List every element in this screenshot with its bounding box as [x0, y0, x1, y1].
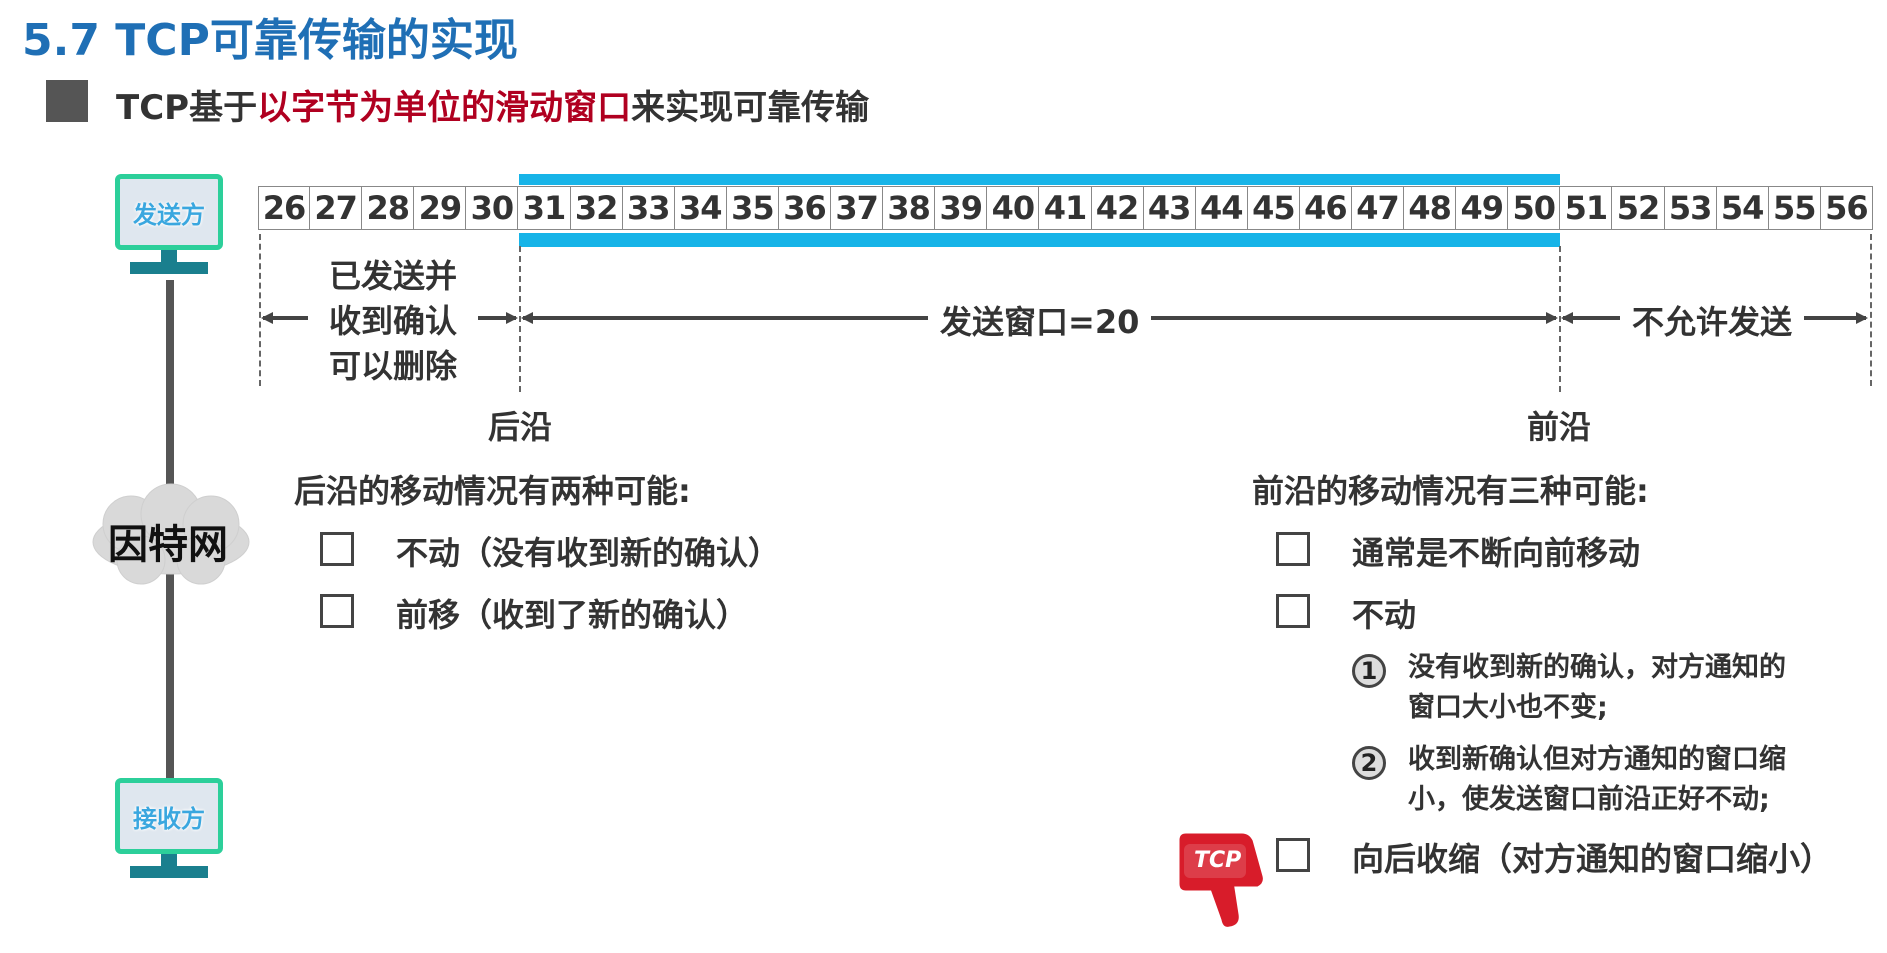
- checkbox-icon: [1276, 838, 1310, 872]
- sub-item-line: 窗口大小也不变;: [1408, 692, 1608, 723]
- sub-item-line: 小，使发送窗口前沿正好不动;: [1408, 784, 1770, 815]
- sequence-cell: 33: [622, 186, 675, 230]
- sequence-cell: 55: [1768, 186, 1821, 230]
- not-allowed-label: 不允许发送: [1620, 297, 1805, 343]
- acked-region-line: 已发送并: [328, 257, 457, 295]
- sequence-cell: 42: [1091, 186, 1144, 230]
- thumbs-down-icon: TCP: [1170, 826, 1272, 932]
- sequence-cell: 43: [1143, 186, 1196, 230]
- subtitle: TCP基于以字节为单位的滑动窗口来实现可靠传输: [116, 80, 869, 129]
- trailing-edge-dash: [519, 246, 521, 392]
- sub-item-text: 收到新确认但对方通知的窗口缩 小，使发送窗口前沿正好不动;: [1408, 740, 1786, 820]
- badge-text: TCP: [1194, 848, 1242, 873]
- number-2-icon: 2: [1352, 746, 1386, 780]
- monitor-base: [130, 866, 208, 878]
- sequence-cell: 32: [570, 186, 623, 230]
- sequence-cell: 29: [414, 186, 467, 230]
- sequence-cell: 28: [362, 186, 415, 230]
- sequence-cell: 47: [1351, 186, 1405, 230]
- sequence-cell: 27: [310, 186, 363, 230]
- acked-region-label: 已发送并 收到确认 可以删除: [308, 254, 478, 389]
- sequence-cell: 34: [674, 186, 727, 230]
- trailing-option: 前移（收到了新的确认）: [396, 596, 749, 634]
- right-boundary-dash: [1870, 234, 1872, 386]
- sequence-cell: 45: [1247, 186, 1300, 230]
- subtitle-highlight: 以字节为单位的滑动窗口: [257, 88, 632, 128]
- internet-label: 因特网: [108, 522, 228, 568]
- checkbox-icon: [1276, 532, 1310, 566]
- sender-monitor-icon: 发送方: [115, 174, 223, 274]
- trailing-edge-label: 后沿: [480, 402, 560, 448]
- receiver-monitor-icon: 接收方: [115, 778, 223, 878]
- subtitle-prefix: TCP基于: [116, 88, 258, 128]
- sequence-cell: 39: [935, 186, 988, 230]
- sequence-cell: 46: [1299, 186, 1352, 230]
- send-window-bar-top: [519, 174, 1560, 185]
- trailing-option: 不动（没有收到新的确认）: [396, 534, 781, 572]
- acked-region-line: 收到确认: [328, 302, 457, 340]
- sequence-cell: 31: [518, 186, 571, 230]
- page-title: 5.7 TCP可靠传输的实现: [22, 15, 518, 66]
- cloud-icon: 因特网: [86, 482, 256, 592]
- sequence-cell: 40: [987, 186, 1040, 230]
- leading-option: 通常是不断向前移动: [1352, 534, 1641, 572]
- monitor-stem: [161, 250, 177, 262]
- subtitle-suffix: 来实现可靠传输: [631, 88, 870, 128]
- sequence-cell: 48: [1404, 186, 1457, 230]
- sender-label: 发送方: [115, 174, 223, 250]
- checkbox-icon: [1276, 594, 1310, 628]
- bullet-square-icon: [46, 80, 88, 122]
- trailing-section-title: 后沿的移动情况有两种可能:: [294, 472, 691, 510]
- sequence-cell: 56: [1820, 186, 1873, 230]
- leading-section-title: 前沿的移动情况有三种可能:: [1252, 472, 1649, 510]
- sequence-cell: 38: [883, 186, 936, 230]
- number-1-icon: 1: [1352, 654, 1386, 688]
- sequence-cell: 44: [1195, 186, 1248, 230]
- left-boundary-dash: [259, 234, 261, 386]
- sequence-cell: 41: [1039, 186, 1092, 230]
- sequence-cell: 30: [466, 186, 519, 230]
- sequence-cell: 52: [1612, 186, 1665, 230]
- sequence-cell: 36: [778, 186, 832, 230]
- leading-option: 不动: [1352, 596, 1417, 634]
- sequence-cell: 53: [1664, 186, 1717, 230]
- sub-item-line: 没有收到新的确认，对方通知的: [1408, 652, 1786, 683]
- checkbox-icon: [320, 594, 354, 628]
- leading-edge-label: 前沿: [1519, 402, 1599, 448]
- sequence-cell: 51: [1560, 186, 1613, 230]
- sequence-cell: 50: [1508, 186, 1561, 230]
- sub-item-line: 收到新确认但对方通知的窗口缩: [1408, 744, 1786, 775]
- monitor-stem: [161, 854, 177, 866]
- sequence-cell: 37: [831, 186, 884, 230]
- monitor-base: [130, 262, 208, 274]
- sequence-cell: 49: [1456, 186, 1509, 230]
- leading-edge-dash: [1559, 246, 1561, 392]
- sequence-cell: 26: [258, 186, 311, 230]
- sub-item-text: 没有收到新的确认，对方通知的 窗口大小也不变;: [1408, 648, 1786, 728]
- sequence-cell: 54: [1716, 186, 1769, 230]
- acked-region-line: 可以删除: [328, 347, 457, 385]
- sequence-cell: 35: [726, 186, 779, 230]
- checkbox-icon: [320, 532, 354, 566]
- receiver-label: 接收方: [115, 778, 223, 854]
- leading-option: 向后收缩（对方通知的窗口缩小）: [1352, 840, 1833, 878]
- send-window-bar-bottom: [519, 233, 1560, 247]
- window-size-label: 发送窗口=20: [928, 297, 1152, 343]
